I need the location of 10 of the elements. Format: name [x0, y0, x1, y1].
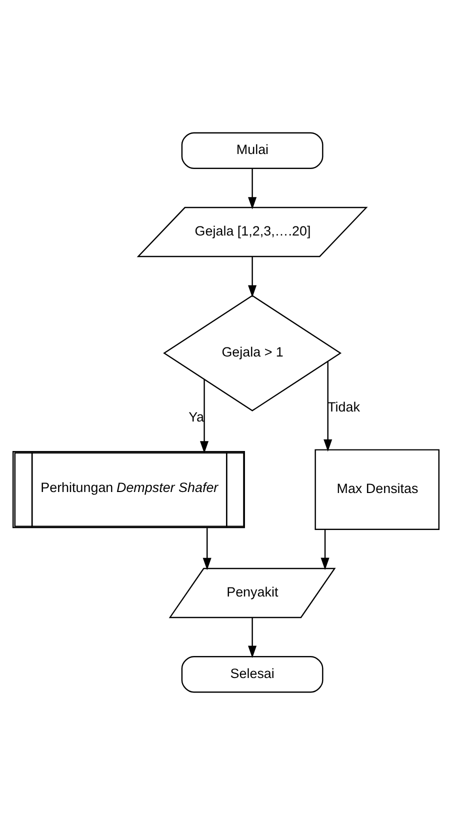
arrow: [200, 379, 209, 454]
arrow: [320, 530, 330, 570]
arrow: [248, 618, 257, 658]
arrow: [248, 256, 257, 298]
arrow: [202, 528, 212, 570]
node-box: Mulai: [181, 132, 324, 169]
arrow: [324, 362, 332, 452]
node-box: Max Densitas: [314, 449, 440, 530]
arrow: [248, 168, 257, 210]
node-box: Selesai: [181, 656, 324, 693]
